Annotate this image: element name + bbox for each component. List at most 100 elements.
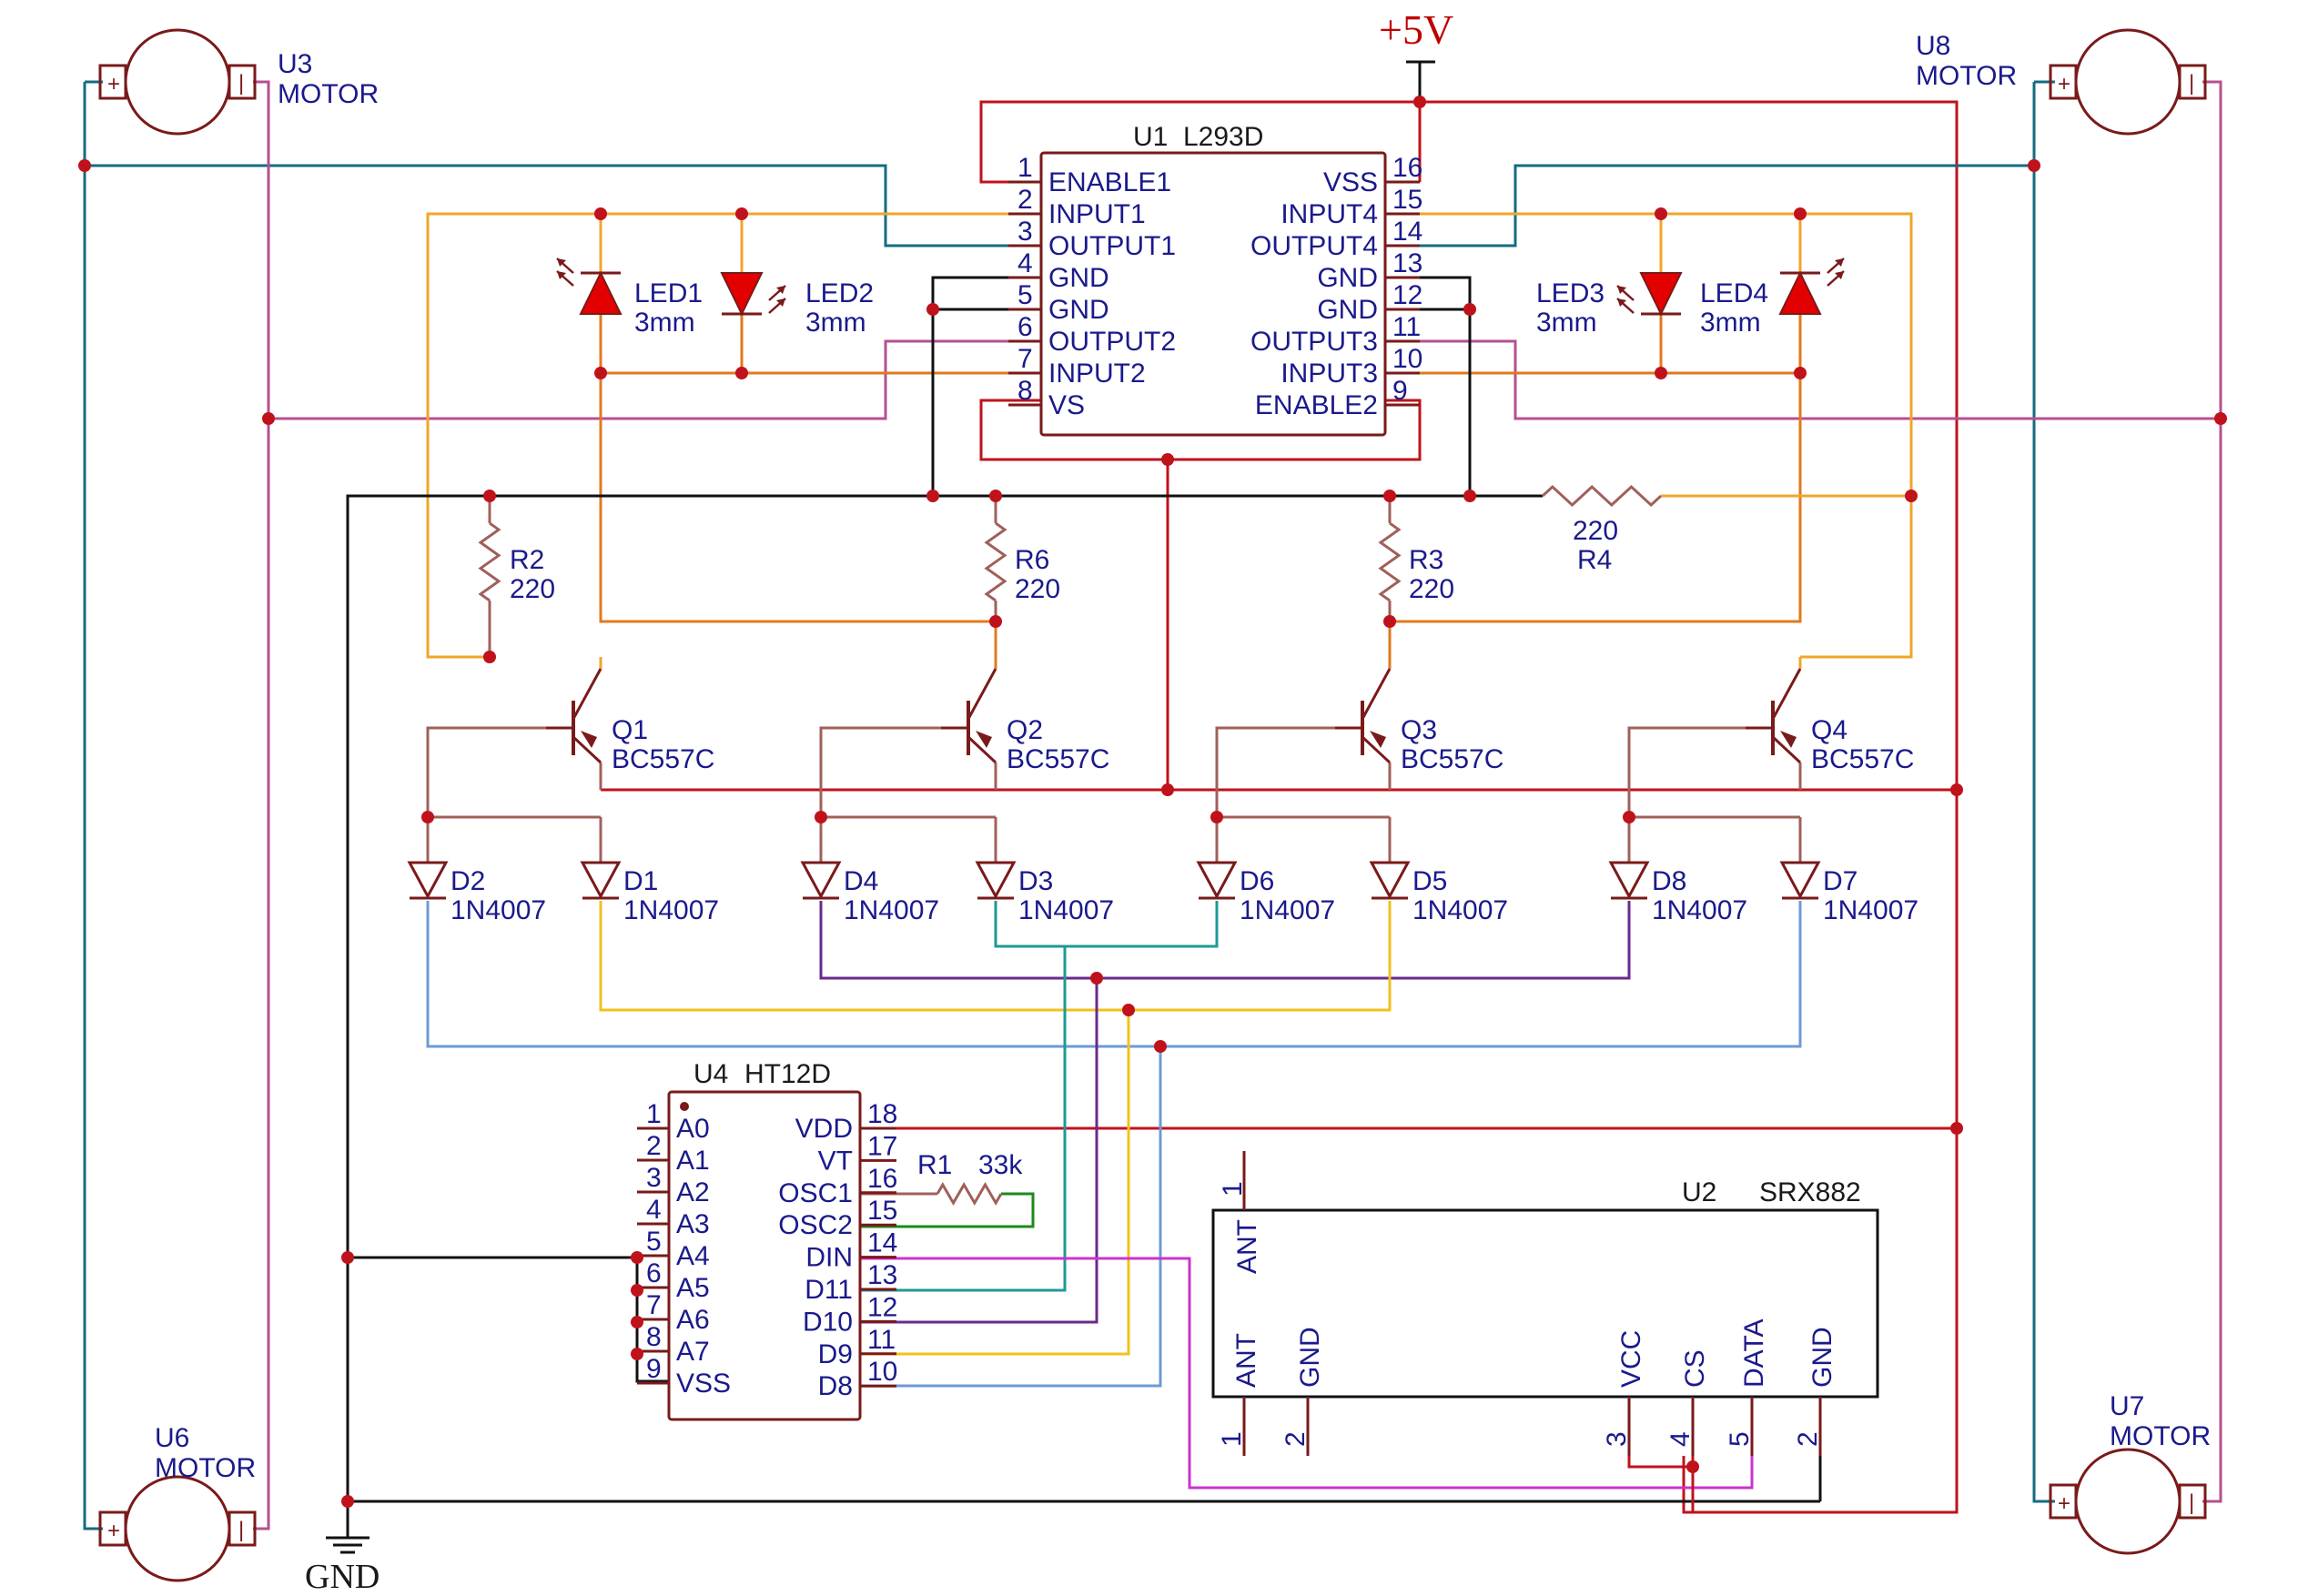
motor-plus-sign: + [107, 1519, 120, 1543]
junction-dot [1090, 972, 1103, 985]
u4-pin1-dot [680, 1102, 689, 1111]
pin-name: GND [1048, 295, 1109, 325]
wire-d3-d6-cyan [994, 901, 1219, 948]
transistor-ref: Q2 [1007, 715, 1043, 745]
pin-number: 6 [1017, 312, 1033, 342]
motor-ref: U8 [1916, 31, 1950, 61]
wire-din [860, 1257, 1754, 1490]
junction-dot [735, 367, 748, 379]
junction-dot [989, 490, 1002, 502]
diode-ref: D6 [1240, 866, 1274, 896]
power-5v: +5V [1379, 6, 1453, 102]
pin-number: 7 [646, 1290, 662, 1320]
wire-d8-out [860, 1046, 1162, 1388]
diode-part: 1N4007 [1240, 895, 1335, 925]
wire-u3-right [253, 80, 270, 1530]
pin-name: VT [818, 1146, 853, 1176]
pin-name: GND [1048, 263, 1109, 293]
resistor-ref: R2 [510, 545, 544, 575]
pin-number: 2 [1281, 1431, 1311, 1447]
pin-number: 3 [1602, 1431, 1632, 1447]
pin-name: VS [1048, 390, 1085, 420]
led-arrow-head [1835, 258, 1844, 267]
pin-name: GND [1317, 295, 1378, 325]
pin-name: D9 [818, 1339, 853, 1369]
pin-number: 16 [867, 1164, 897, 1194]
transistor-arrow [976, 731, 992, 748]
junction-dot [1686, 1460, 1699, 1473]
junction-dot [78, 159, 91, 172]
resistor-value: 220 [510, 574, 555, 604]
junction-dot [1463, 303, 1476, 316]
led-value: 3mm [634, 308, 695, 338]
junction-dot [631, 1284, 643, 1297]
pin-name: A3 [676, 1209, 710, 1239]
pin-number: 1 [646, 1099, 662, 1129]
wire-d9 [860, 1010, 1130, 1356]
pin-name: CS [1680, 1349, 1710, 1388]
transistor-collector [572, 668, 602, 720]
wire-d2-d7-blue [426, 901, 1802, 1048]
led-arrow-head [776, 298, 785, 307]
junction-dot [421, 811, 434, 823]
diode-part: 1N4007 [450, 895, 546, 925]
junction-dot [1655, 367, 1667, 379]
wires [83, 62, 2222, 1530]
led-ref: LED3 [1536, 278, 1605, 308]
diode-ref: D2 [450, 866, 485, 896]
transistor-arrow [581, 731, 597, 748]
u2-body [1211, 1208, 1879, 1399]
power-5v-label: +5V [1379, 6, 1453, 53]
transistor-collector [1771, 668, 1802, 720]
pin-name: D10 [803, 1307, 853, 1337]
led-ref: LED1 [634, 278, 703, 308]
wire-q2-collector [819, 726, 968, 817]
junction-dot [926, 490, 939, 502]
u1-right-pins: 16VSS15INPUT414OUTPUT413GND12GND11OUTPUT… [1250, 153, 1422, 420]
pin-name: A7 [676, 1337, 710, 1367]
pin-number: 3 [646, 1163, 662, 1193]
pin-name: GND [1295, 1327, 1325, 1388]
junction-dot [483, 490, 496, 502]
resistor-ref: R6 [1015, 545, 1049, 575]
junction-dot [1383, 490, 1396, 502]
resistor-zigzag [984, 521, 1007, 602]
junction-dot [2214, 412, 2227, 425]
pin-name: A5 [676, 1273, 710, 1303]
u1-body [1039, 151, 1387, 437]
motor-plus-sign: + [2058, 1491, 2070, 1516]
pin-number: 2 [1793, 1431, 1823, 1447]
diode-part: 1N4007 [844, 895, 939, 925]
wire-output3 [1385, 339, 2221, 420]
diode-ref: D8 [1652, 866, 1686, 896]
motor-ref: U3 [278, 49, 312, 79]
wire-d10 [860, 978, 1098, 1324]
pin-name: ENABLE2 [1255, 390, 1378, 420]
pin-name: INPUT3 [1281, 359, 1378, 389]
motor-name: MOTOR [155, 1453, 256, 1483]
u2-part: SRX882 [1759, 1177, 1861, 1207]
wire-gnd-bus [346, 494, 1543, 1501]
resistor-zigzag [936, 1182, 1003, 1206]
junction-dot [594, 207, 607, 220]
pin-number: 16 [1392, 153, 1422, 183]
pin-number: 7 [1017, 344, 1033, 374]
motor-plus-sign: + [107, 72, 120, 96]
u4-ref: U4 [693, 1059, 728, 1089]
